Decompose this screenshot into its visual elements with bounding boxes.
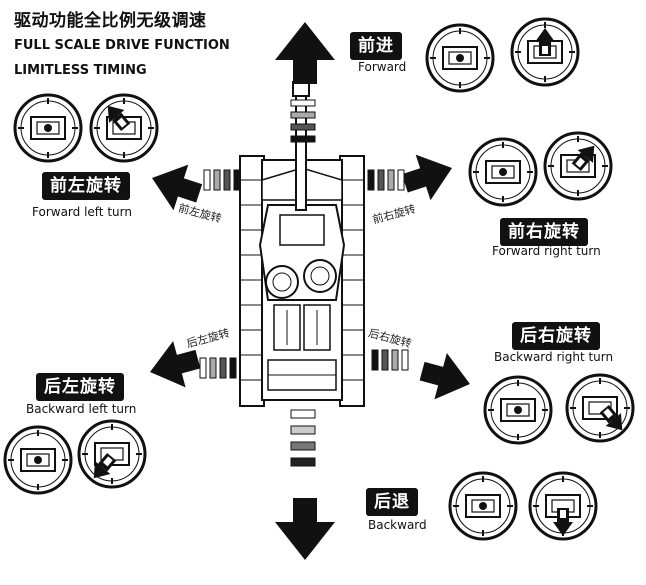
transmitter-backward-right-turn-1	[483, 375, 553, 445]
label-backward-cn: 后退	[366, 488, 418, 516]
title-english-line1: FULL SCALE DRIVE FUNCTION	[14, 38, 230, 53]
label-backward-right-cn: 后右旋转	[512, 322, 600, 350]
transmitter-backward-right-turn-2	[565, 373, 635, 443]
label-backward-left-cn: 后左旋转	[36, 373, 124, 401]
transmitter-forward-left-turn-1	[13, 93, 83, 163]
transmitter-forward-left-stick	[425, 23, 495, 93]
label-forward-left-en: Forward left turn	[32, 205, 132, 219]
label-forward-right-en: Forward right turn	[492, 244, 601, 258]
title-english-line2: LIMITLESS TIMING	[14, 63, 147, 78]
label-forward-cn: 前进	[350, 32, 402, 60]
transmitter-backward-1	[448, 471, 518, 541]
arrow-backward-right	[371, 347, 477, 408]
transmitter-forward-right-turn-2	[543, 131, 613, 201]
transmitter-backward-left-turn-1	[3, 425, 73, 495]
transmitter-backward-left-turn-2	[77, 419, 147, 489]
label-backward-right-en: Backward right turn	[494, 350, 614, 364]
label-forward-left-cn: 前左旋转	[42, 172, 130, 200]
transmitter-forward-left-turn-2	[89, 93, 159, 163]
label-forward-right-cn: 前右旋转	[500, 218, 588, 246]
transmitter-backward-2	[528, 471, 598, 541]
arrow-forward-right	[367, 145, 460, 207]
arrow-forward	[275, 22, 335, 143]
arrow-backward	[275, 409, 335, 560]
title-chinese: 驱动功能全比例无级调速	[14, 11, 207, 31]
label-forward-en: Forward	[358, 60, 407, 74]
transmitter-forward-right-turn-1	[468, 137, 538, 207]
label-backward-en: Backward	[368, 518, 427, 532]
label-backward-left-en: Backward left turn	[26, 402, 137, 416]
tank-top-view	[239, 81, 365, 407]
transmitter-forward-right-stick	[510, 17, 580, 87]
